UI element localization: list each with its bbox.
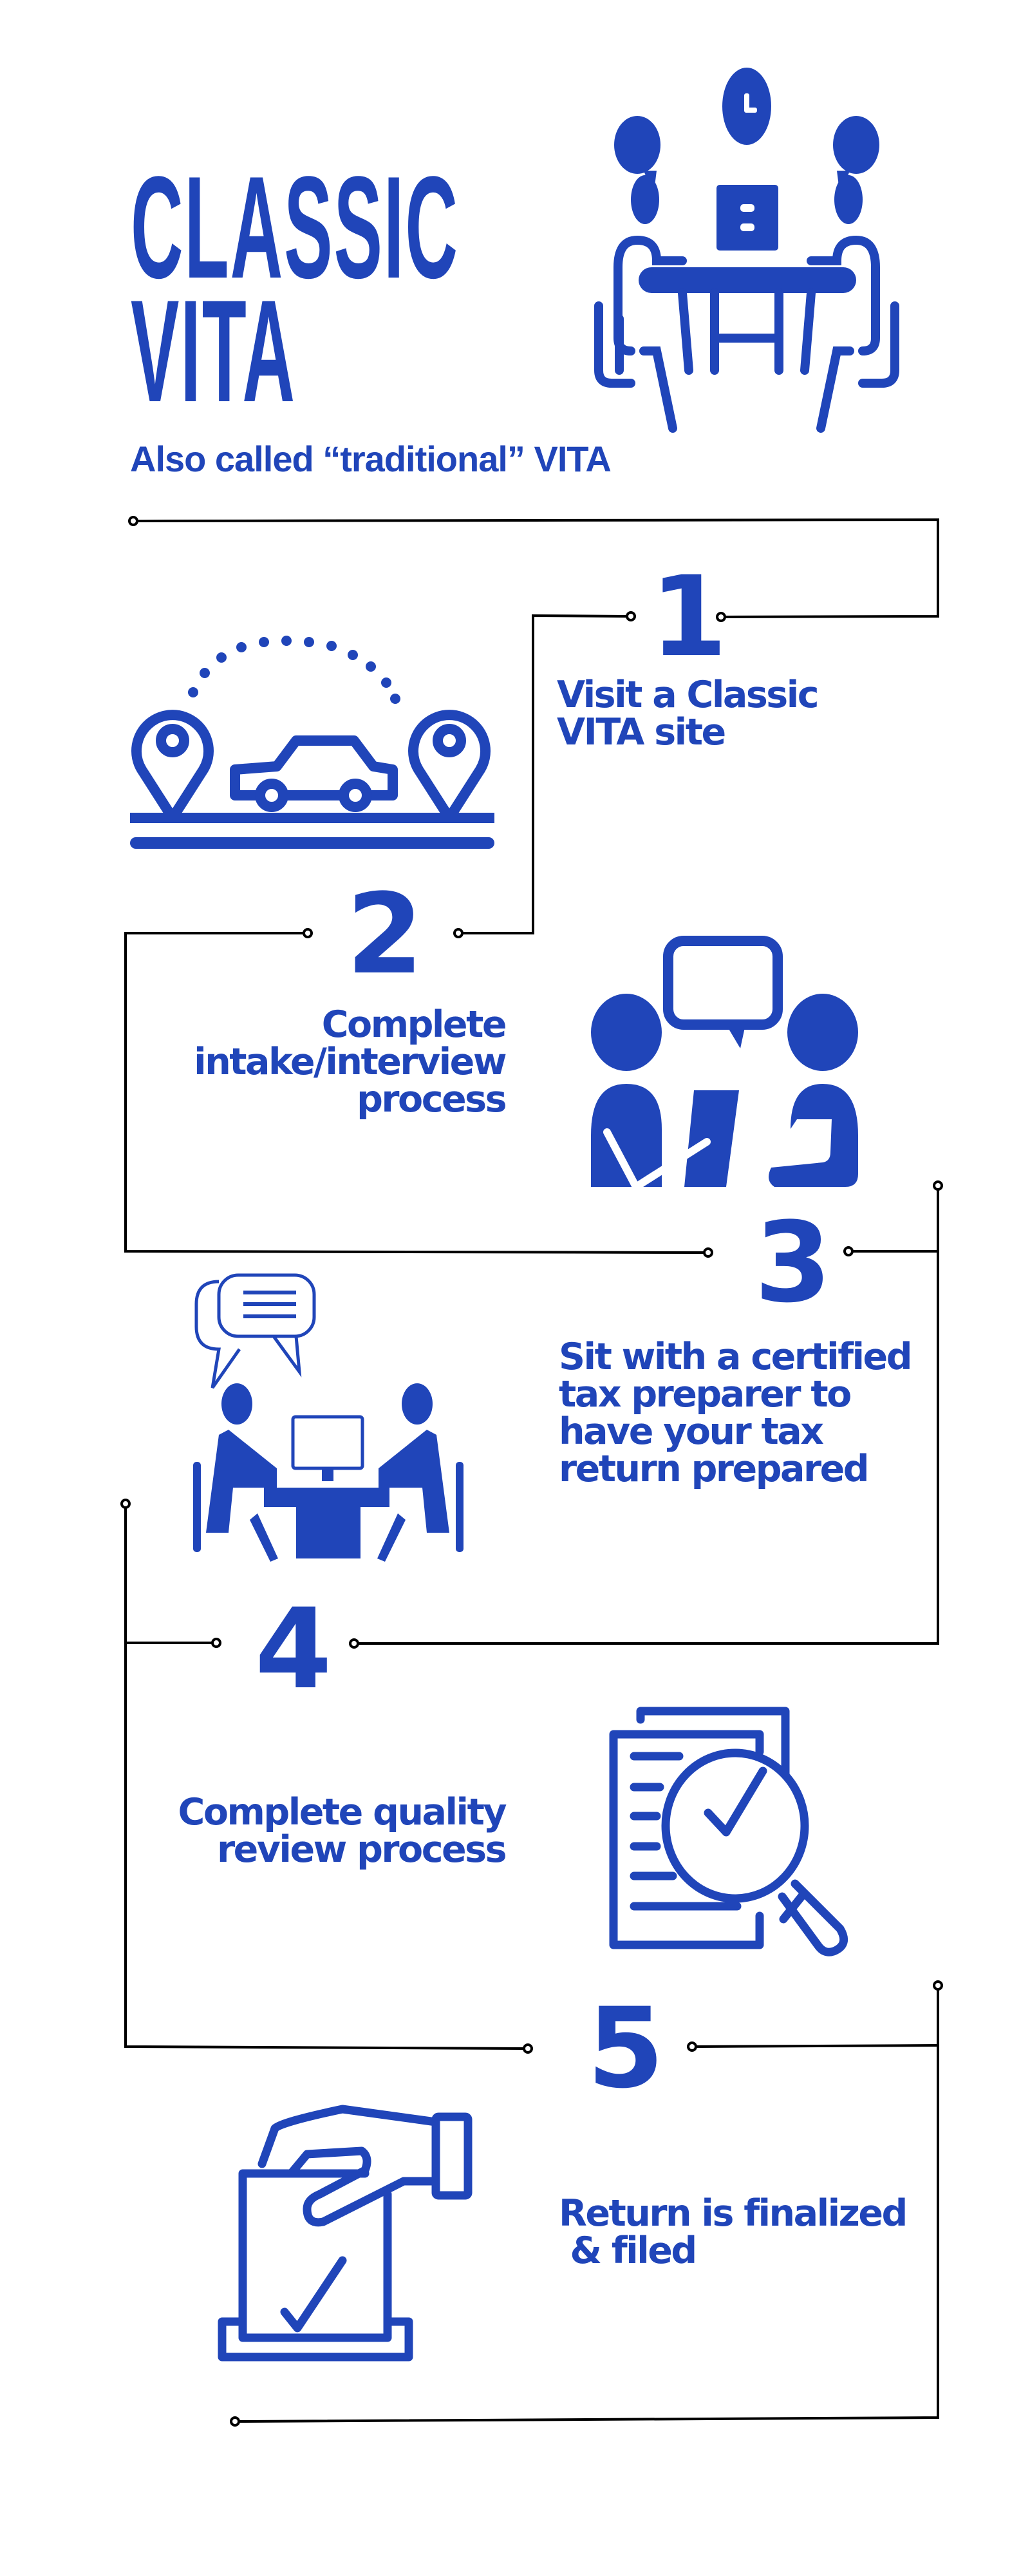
desk-meeting-icon xyxy=(193,1273,464,1562)
interview-people-icon xyxy=(591,936,858,1193)
step-3-line: Sit with a certified xyxy=(559,1336,913,1378)
meeting-table-icon xyxy=(594,68,899,433)
ballot-box-hand-icon xyxy=(218,2105,473,2362)
page-title-line1: CLASSIC xyxy=(131,146,459,308)
step-3-line: have your tax xyxy=(559,1410,824,1453)
step-5-line: Return is finalized xyxy=(559,2192,908,2235)
step-4-line: Complete quality xyxy=(178,1791,507,1833)
step-3-text: Sit with a certified tax preparer to hav… xyxy=(559,1336,913,1490)
step-4-line: review process xyxy=(217,1828,507,1871)
step-number-2: 2 xyxy=(346,869,424,999)
step-2-line: intake/interview xyxy=(194,1041,507,1083)
step-2-text: Complete intake/interview process xyxy=(194,1003,507,1121)
step-number-3: 3 xyxy=(754,1198,832,1327)
step-3-line: tax preparer to xyxy=(559,1373,852,1416)
step-1-line: VITA site xyxy=(557,711,726,753)
page-title-line2: VITA xyxy=(131,269,297,432)
step-number-1: 1 xyxy=(650,552,727,681)
document-review-magnifier-icon xyxy=(609,1707,848,1956)
step-2-line: Complete xyxy=(321,1003,507,1046)
step-number-5: 5 xyxy=(587,1984,664,2113)
step-3-line: return prepared xyxy=(559,1448,870,1490)
step-1-text: Visit a Classic VITA site xyxy=(557,674,819,753)
step-5-line: & filed xyxy=(559,2230,697,2272)
car-between-map-pins-icon xyxy=(130,636,494,849)
step-1-line: Visit a Classic xyxy=(557,674,819,716)
page-subtitle: Also called “traditional” VITA xyxy=(130,439,612,479)
step-5-text: Return is finalized & filed xyxy=(559,2192,908,2272)
step-4-text: Complete quality review process xyxy=(178,1791,507,1871)
step-number-4: 4 xyxy=(255,1584,332,1714)
step-2-line: process xyxy=(357,1078,507,1121)
